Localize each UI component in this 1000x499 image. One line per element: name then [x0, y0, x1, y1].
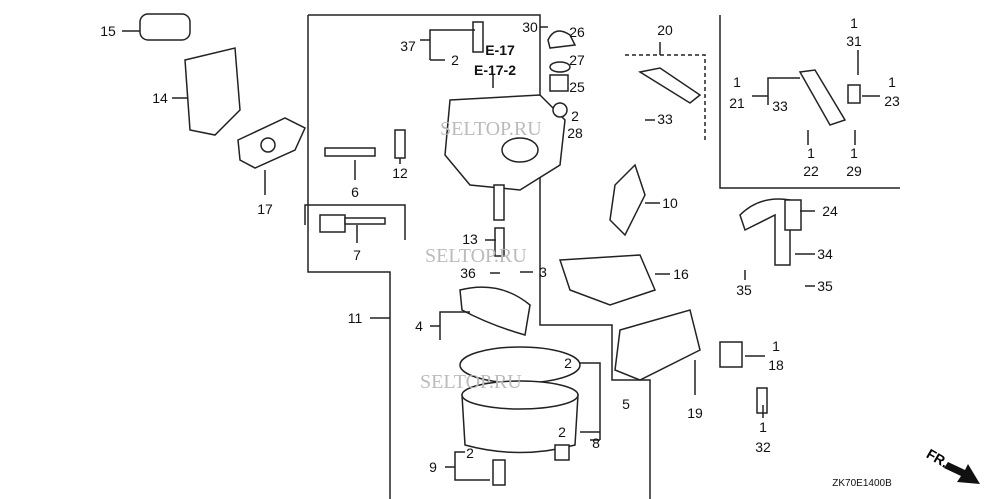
callout: 1 — [772, 338, 780, 354]
callout: 6 — [351, 184, 359, 200]
callout: 13 — [462, 231, 478, 247]
callout: 25 — [569, 79, 585, 95]
callout: 2 — [564, 355, 572, 371]
callout: 1 — [850, 145, 858, 161]
callout: 5 — [622, 396, 630, 412]
callout: 2 — [571, 108, 579, 124]
callout: 29 — [846, 163, 862, 179]
callout: 1 — [850, 15, 858, 31]
leader-lines — [122, 26, 880, 481]
part-shapes — [139, 13, 861, 486]
watermark: SELTOP.RU — [425, 245, 527, 267]
frame-lines — [304, 14, 900, 499]
callout: 2 — [466, 445, 474, 461]
callout: 16 — [673, 266, 689, 282]
callout: 14 — [152, 90, 168, 106]
callout-labels: 15 14 17 6 12 7 37 2 30 26 27 25 2 28 20… — [100, 15, 900, 475]
callout: 18 — [768, 357, 784, 373]
callout: 2 — [558, 424, 566, 440]
watermark: SELTOP.RU — [440, 118, 542, 140]
ref-e17: E-17 — [485, 42, 515, 58]
callout: 9 — [429, 459, 437, 475]
callout: 21 — [729, 95, 745, 111]
callout: 10 — [662, 195, 678, 211]
callout: 1 — [733, 74, 741, 90]
callout: 28 — [567, 125, 583, 141]
callout: 37 — [400, 38, 416, 54]
callout: 1 — [759, 419, 767, 435]
callout: 20 — [657, 22, 673, 38]
callout: 36 — [460, 265, 476, 281]
watermarks: SELTOP.RU SELTOP.RU SELTOP.RU — [420, 118, 542, 393]
callout: 8 — [592, 435, 600, 451]
callout: 26 — [569, 24, 585, 40]
callout: 15 — [100, 23, 116, 39]
callout: 3 — [539, 264, 547, 280]
callout: 22 — [803, 163, 819, 179]
callout: 12 — [392, 165, 408, 181]
callout: 33 — [772, 98, 788, 114]
callout: 30 — [522, 19, 538, 35]
callout: 32 — [755, 439, 771, 455]
callout: 1 — [888, 74, 896, 90]
callout: 11 — [348, 310, 363, 326]
callout: 7 — [353, 247, 361, 263]
callout: 17 — [257, 201, 273, 217]
callout: 34 — [817, 246, 833, 262]
callout: 24 — [822, 203, 838, 219]
watermark: SELTOP.RU — [420, 371, 522, 393]
callout: 1 — [807, 145, 815, 161]
callout: 23 — [884, 93, 900, 109]
callout: 35 — [817, 278, 833, 294]
callout: 4 — [415, 318, 423, 334]
front-marker: FR. — [924, 445, 980, 484]
callout: 27 — [569, 52, 585, 68]
callout: 2 — [451, 52, 459, 68]
callout: 19 — [687, 405, 703, 421]
callout: 33 — [657, 111, 673, 127]
callout: 31 — [846, 33, 862, 49]
ref-e17-2: E-17-2 — [474, 62, 516, 78]
diagram-code: ZK70E1400B — [832, 478, 892, 489]
arrow-icon — [944, 462, 980, 484]
callout: 35 — [736, 282, 752, 298]
